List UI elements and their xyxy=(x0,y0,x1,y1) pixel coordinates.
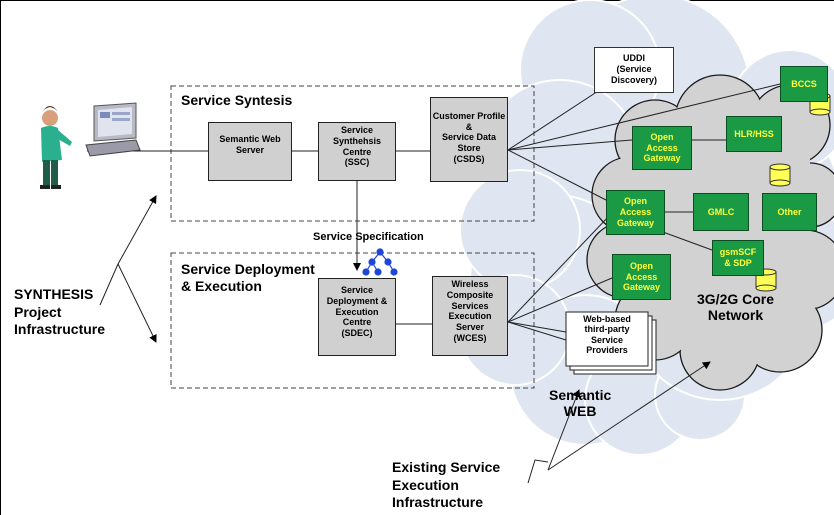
service-syntesis-title: Service Syntesis xyxy=(181,92,293,108)
semantic-web-server-box: Semantic Web Server xyxy=(208,122,292,181)
ssc-box: Service Synthehsis Centre (SSC) xyxy=(318,122,396,181)
csds-label: Customer Profile & Service Data Store (C… xyxy=(432,110,506,164)
document-stack-icon xyxy=(565,311,657,375)
laptop-icon xyxy=(85,102,141,157)
other-box: Other xyxy=(762,193,817,231)
csds-box: Customer Profile & Service Data Store (C… xyxy=(430,97,508,182)
core-network-label: 3G/2G Core Network xyxy=(697,291,775,324)
gmlc-box: GMLC xyxy=(693,193,749,231)
hlr-hss-box: HLR/HSS xyxy=(726,116,782,152)
wces-box: Wireless Composite Services Execution Se… xyxy=(432,276,508,356)
synthesis-infrastructure-label: SYNTHESIS Project Infrastructure xyxy=(14,286,106,337)
semantic-web-label: Semantic WEB xyxy=(549,387,612,420)
service-specification-label: Service Specification xyxy=(313,231,424,243)
gsmscf-sdp-box: gsmSCF & SDP xyxy=(712,240,764,276)
service-specification-icon xyxy=(362,248,398,276)
sdec-box: Service Deployment & Execution Centre (S… xyxy=(318,278,396,356)
web-based-providers-label: Web-based third-party Service Providers xyxy=(583,314,631,356)
open-access-gateway-3: Open Access Gateway xyxy=(612,254,671,300)
existing-infrastructure-label: Existing Service Execution Infrastructur… xyxy=(392,459,501,510)
open-access-gateway-2: Open Access Gateway xyxy=(606,190,665,235)
user-person-icon xyxy=(40,106,72,189)
semantic-web-server-label: Semantic Web Server xyxy=(219,133,281,155)
connector-lines xyxy=(87,79,781,484)
open-access-gateway-1: Open Access Gateway xyxy=(632,126,692,170)
service-deployment-title: Service Deployment & Execution xyxy=(181,261,315,294)
uddi-box: UDDI (Service Discovery) xyxy=(594,47,674,93)
bccs-box: BCCS xyxy=(780,66,828,102)
